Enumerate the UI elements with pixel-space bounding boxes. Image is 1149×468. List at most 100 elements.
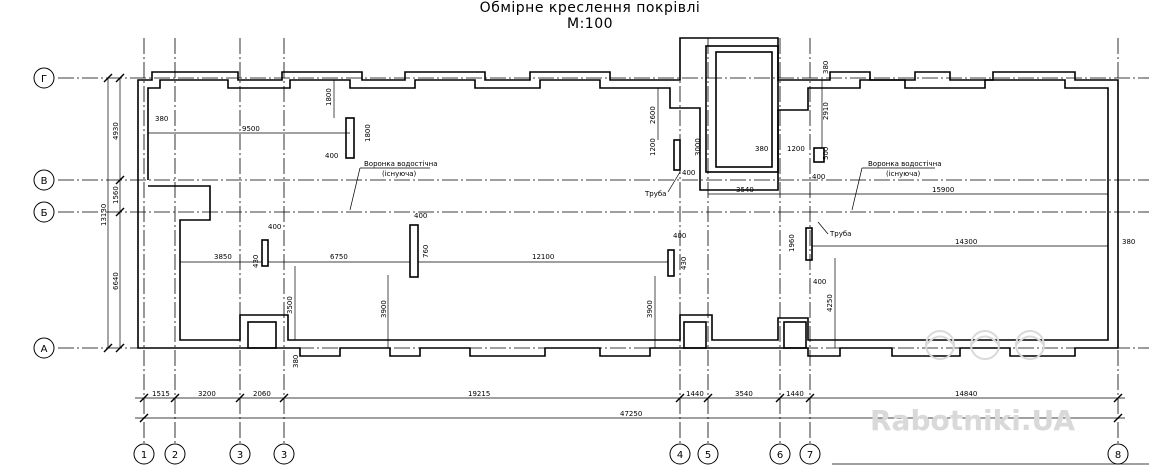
funnel-label-right-1: Воронка водостічна [868,160,942,168]
dim-430a: 430 [252,255,260,268]
dim-4250: 4250 [826,294,834,312]
bottom-dim-1440b: 1440 [786,390,804,398]
dim-2600: 2600 [649,106,657,124]
hatch-2 [409,224,419,278]
left-tick-2 [115,73,125,83]
dim-15900: 15900 [932,186,954,194]
axis-bubble-g [33,67,55,89]
dim-400e: 400 [268,223,281,231]
roof-outer-outline [137,37,1119,357]
left-dim-1: 4930 [112,122,120,140]
axis-label-b: Б [41,208,48,219]
axis-bubble-5 [697,443,719,465]
left-dim-3: 6640 [112,272,120,290]
dim-400f: 400 [414,212,427,220]
roof-inner-outline [147,79,1109,341]
dim-3850: 3850 [214,253,232,261]
axis-label-8: 8 [1115,450,1121,461]
hatch-4 [667,249,675,277]
dim-1200b: 1200 [787,145,805,153]
axis-bubble-2 [164,443,186,465]
pipe-leader-left [667,171,681,193]
bottom-dim-1440a: 1440 [686,390,704,398]
axis-bubble-3a [229,443,251,465]
left-tick-5 [103,343,113,353]
drawing-scale: М:100 [566,16,614,32]
watermark-logo [925,330,1045,360]
bottom-dim-2060: 2060 [253,390,271,398]
axis-label-6: 6 [777,450,783,461]
axis-label-g: Г [41,74,47,85]
bottom-dim-total: 47250 [620,410,642,418]
pipe-label-right: Труба [829,230,851,238]
dim-1800b: 1800 [364,124,372,142]
hatch-5 [805,227,813,261]
axis-bubble-4 [669,443,691,465]
exit-box-2 [683,321,707,349]
funnel-leader-left [349,167,361,211]
dim-430b: 430 [680,257,688,270]
dim-3900a: 3900 [380,300,388,318]
watermark-text: Rabotniki.UA [870,404,1075,437]
funnel-label-right-2: (існуюча) [886,170,921,178]
dim-12100: 12100 [532,253,554,261]
left-dim-2: 1560 [112,186,120,204]
dim-400g: 400 [673,232,686,240]
dim-1960: 1960 [788,234,796,252]
shaft-block-outer [705,45,779,173]
funnel-leader-right [851,167,863,211]
hatch-1 [345,117,355,159]
hatch-7 [813,147,825,163]
dim-3900b: 3900 [646,300,654,318]
axis-bubble-b [33,201,55,223]
hatch-6 [673,139,681,171]
axis-label-3b: 3 [281,450,287,461]
axis-bubble-a [33,337,55,359]
dim-400c: 400 [812,173,825,181]
pipe-label-left: Труба [644,190,666,198]
bottom-ticks [139,393,1123,423]
axis-bubble-7 [799,443,821,465]
bottom-dim-14840: 14840 [955,390,977,398]
axis-label-a: А [41,344,48,355]
dim-1800a: 1800 [325,88,333,106]
exit-box-3 [783,321,807,349]
bottom-dim-3200: 3200 [198,390,216,398]
hatch-3 [261,239,269,267]
axis-label-2: 2 [172,450,178,461]
exit-box-1 [247,321,277,349]
left-dim-total: 13130 [100,204,108,226]
bottom-dim-19215: 19215 [468,390,490,398]
bottom-dim-3540: 3540 [735,390,753,398]
left-tick-6 [115,343,125,353]
dim-3540: 3540 [736,186,754,194]
dim-14300: 14300 [955,238,977,246]
dim-2910: 2910 [822,102,830,120]
axis-bubble-1 [133,443,155,465]
dim-380b: 380 [755,145,768,153]
dim-400d: 400 [813,278,826,286]
dim-1200a: 1200 [649,138,657,156]
dim-9500: 9500 [242,125,260,133]
dim-500: 500 [822,147,830,160]
dim-400a: 400 [325,152,338,160]
dim-3000: 3000 [694,138,702,156]
axis-bubble-v [33,169,55,191]
left-tick-1 [103,73,113,83]
drawing-title: Обмірне креслення покрівлі [479,0,701,16]
axis-bubble-3b [273,443,295,465]
axis-label-1: 1 [141,450,147,461]
funnel-label-left-2: (існуюча) [382,170,417,178]
axis-label-v: В [41,176,48,187]
dim-380d: 380 [1122,238,1135,246]
axis-label-4: 4 [677,450,683,461]
pipe-leader-right [817,221,829,235]
dim-380a: 380 [155,115,168,123]
left-tick-3 [115,175,125,185]
shaft-block-inner [715,51,773,168]
dim-380c: 380 [822,61,830,74]
dim-760: 760 [422,245,430,258]
axis-label-5: 5 [705,450,711,461]
dim-380e: 380 [292,355,300,368]
